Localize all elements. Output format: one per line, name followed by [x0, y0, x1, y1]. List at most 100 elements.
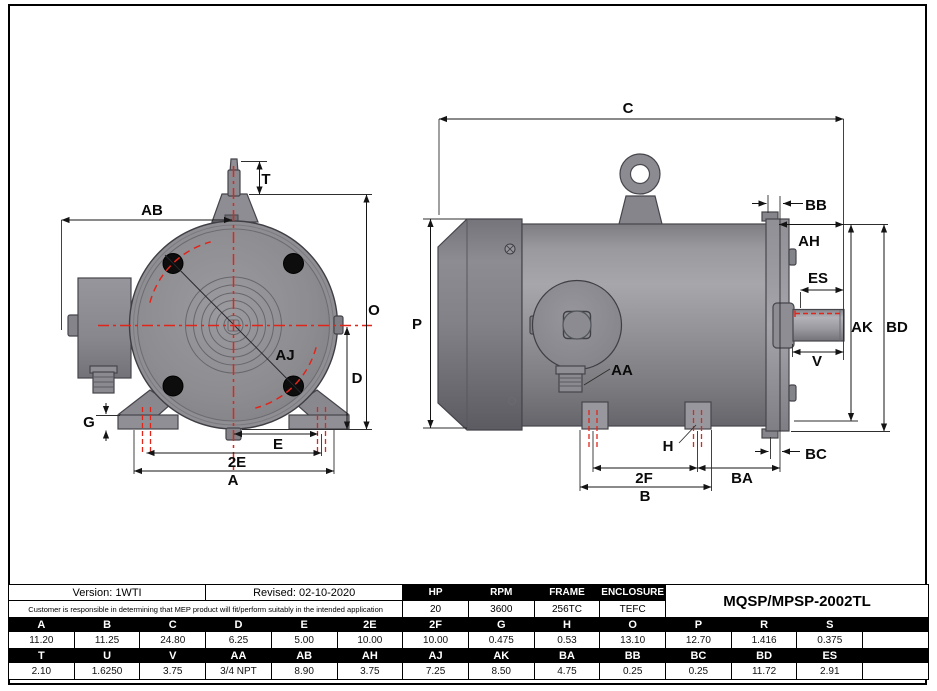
dim-label-2e: 2E — [228, 454, 246, 471]
dim-value: 0.475 — [467, 631, 535, 649]
dim-value: 0.25 — [599, 662, 667, 680]
side-dimension-labels: C P BB AH ES AK BD V AA H BC BA 2F B — [412, 100, 908, 505]
col-header: ES — [796, 648, 864, 663]
col-header: G — [467, 617, 535, 632]
dim-value: 1.416 — [730, 631, 798, 649]
dim-value — [862, 631, 929, 649]
col-header: O — [599, 617, 667, 632]
dim-value-row-t: 2.10 1.6250 3.75 3/4 NPT 8.90 3.75 7.25 … — [8, 662, 929, 680]
dim-label-ba: BA — [731, 470, 753, 487]
side-right-foot — [684, 401, 712, 430]
side-view: C P BB AH ES AK BD V AA H BC BA 2F B — [412, 100, 908, 505]
col-header: AB — [270, 648, 338, 663]
side-foot-holes — [588, 410, 703, 449]
conduit-box — [77, 277, 132, 379]
rpm-value: 3600 — [467, 600, 535, 618]
dim-value: 2.91 — [796, 662, 864, 680]
dim-value-row-a: 11.20 11.25 24.80 6.25 5.00 10.00 10.00 … — [8, 631, 929, 649]
dim-value: 12.70 — [665, 631, 732, 649]
eye-bolt-hole — [629, 163, 651, 185]
col-header: S — [796, 617, 864, 632]
col-header: 2E — [336, 617, 404, 632]
dim-label-es: ES — [808, 270, 828, 287]
front-left-foot — [117, 414, 179, 430]
dim-value: 4.75 — [533, 662, 601, 680]
eye-bolt-base — [617, 195, 664, 229]
front-centerlines — [98, 166, 372, 470]
dim-label-ab: AB — [141, 202, 163, 219]
enclosure-header: ENCLOSURE — [599, 584, 667, 601]
col-header: B — [73, 617, 141, 632]
enclosure-value: TEFC — [599, 600, 667, 618]
dim-label-aa: AA — [611, 362, 633, 379]
col-header: D — [205, 617, 272, 632]
dim-value: 2.10 — [8, 662, 75, 680]
dim-label-bc: BC — [805, 446, 827, 463]
keyway-line — [794, 310, 843, 317]
col-header: A — [8, 617, 75, 632]
dim-label-g: G — [83, 414, 95, 431]
dim-label-t: T — [261, 171, 270, 188]
dim-value: 7.25 — [402, 662, 469, 680]
col-header: AJ — [402, 648, 469, 663]
dim-label-a: A — [228, 472, 239, 489]
dim-value: 8.50 — [467, 662, 535, 680]
col-header: 2F — [402, 617, 469, 632]
col-header: BB — [599, 648, 667, 663]
dim-value: 0.53 — [533, 631, 601, 649]
dim-value: 0.375 — [796, 631, 864, 649]
front-right-foot — [288, 414, 350, 430]
dimension-table: Version: 1WTI Revised: 02-10-2020 HP RPM… — [7, 584, 929, 680]
col-header: C — [139, 617, 207, 632]
frame-value: 256TC — [533, 600, 601, 618]
rpm-header: RPM — [467, 584, 535, 601]
col-header: BA — [533, 648, 601, 663]
motor-dimension-drawing: T AB O D AJ G E 2E A — [61, 100, 908, 505]
dim-value: 3.75 — [139, 662, 207, 680]
dim-label-o: O — [368, 302, 380, 319]
aa-fitting — [558, 373, 583, 393]
col-header: H — [533, 617, 601, 632]
dim-value: 10.00 — [336, 631, 404, 649]
title-row: Version: 1WTI Revised: 02-10-2020 HP RPM… — [7, 584, 929, 618]
version-cell: Version: 1WTI — [7, 584, 207, 601]
dim-value: 11.72 — [730, 662, 798, 680]
dim-header-row-t: T U V AA AB AH AJ AK BA BB BC BD ES — [8, 648, 929, 663]
dim-label-d: D — [352, 370, 363, 387]
col-header: AH — [336, 648, 404, 663]
dim-value: 5.00 — [270, 631, 338, 649]
col-header: U — [73, 648, 141, 663]
model-number: MQSP/MPSP-2002TL — [665, 584, 929, 618]
front-dimensions — [61, 161, 372, 475]
front-view: T AB O D AJ G E 2E A — [61, 158, 380, 489]
dim-label-bd: BD — [886, 319, 908, 336]
col-header: P — [665, 617, 732, 632]
dim-value: 6.25 — [205, 631, 272, 649]
dim-label-e: E — [273, 436, 283, 453]
dim-label-c: C — [623, 100, 634, 117]
dim-value: 13.10 — [599, 631, 667, 649]
dim-label-bb: BB — [805, 197, 827, 214]
col-header — [862, 648, 929, 663]
col-header: V — [139, 648, 207, 663]
disclaimer: Customer is responsible in determining t… — [7, 600, 404, 618]
aa-fitting-flange — [555, 365, 586, 375]
dim-value: 1.6250 — [73, 662, 141, 680]
dim-value: 3.75 — [336, 662, 404, 680]
fitting-ribs — [93, 376, 114, 388]
col-header: T — [8, 648, 75, 663]
hp-value: 20 — [402, 600, 469, 618]
dim-label-b: B — [640, 488, 651, 505]
dim-label-v: V — [812, 353, 822, 370]
col-header: E — [270, 617, 338, 632]
col-header: R — [730, 617, 798, 632]
dim-value: 8.90 — [270, 662, 338, 680]
dim-label-h: H — [663, 438, 674, 455]
col-header: AK — [467, 648, 535, 663]
cover-mark — [508, 397, 516, 405]
dim-label-aj: AJ — [275, 347, 294, 364]
shaft — [792, 308, 845, 342]
col-header: BC — [665, 648, 732, 663]
dim-header-row-a: A B C D E 2E 2F G H O P R S — [8, 617, 929, 632]
col-header: BD — [730, 648, 798, 663]
